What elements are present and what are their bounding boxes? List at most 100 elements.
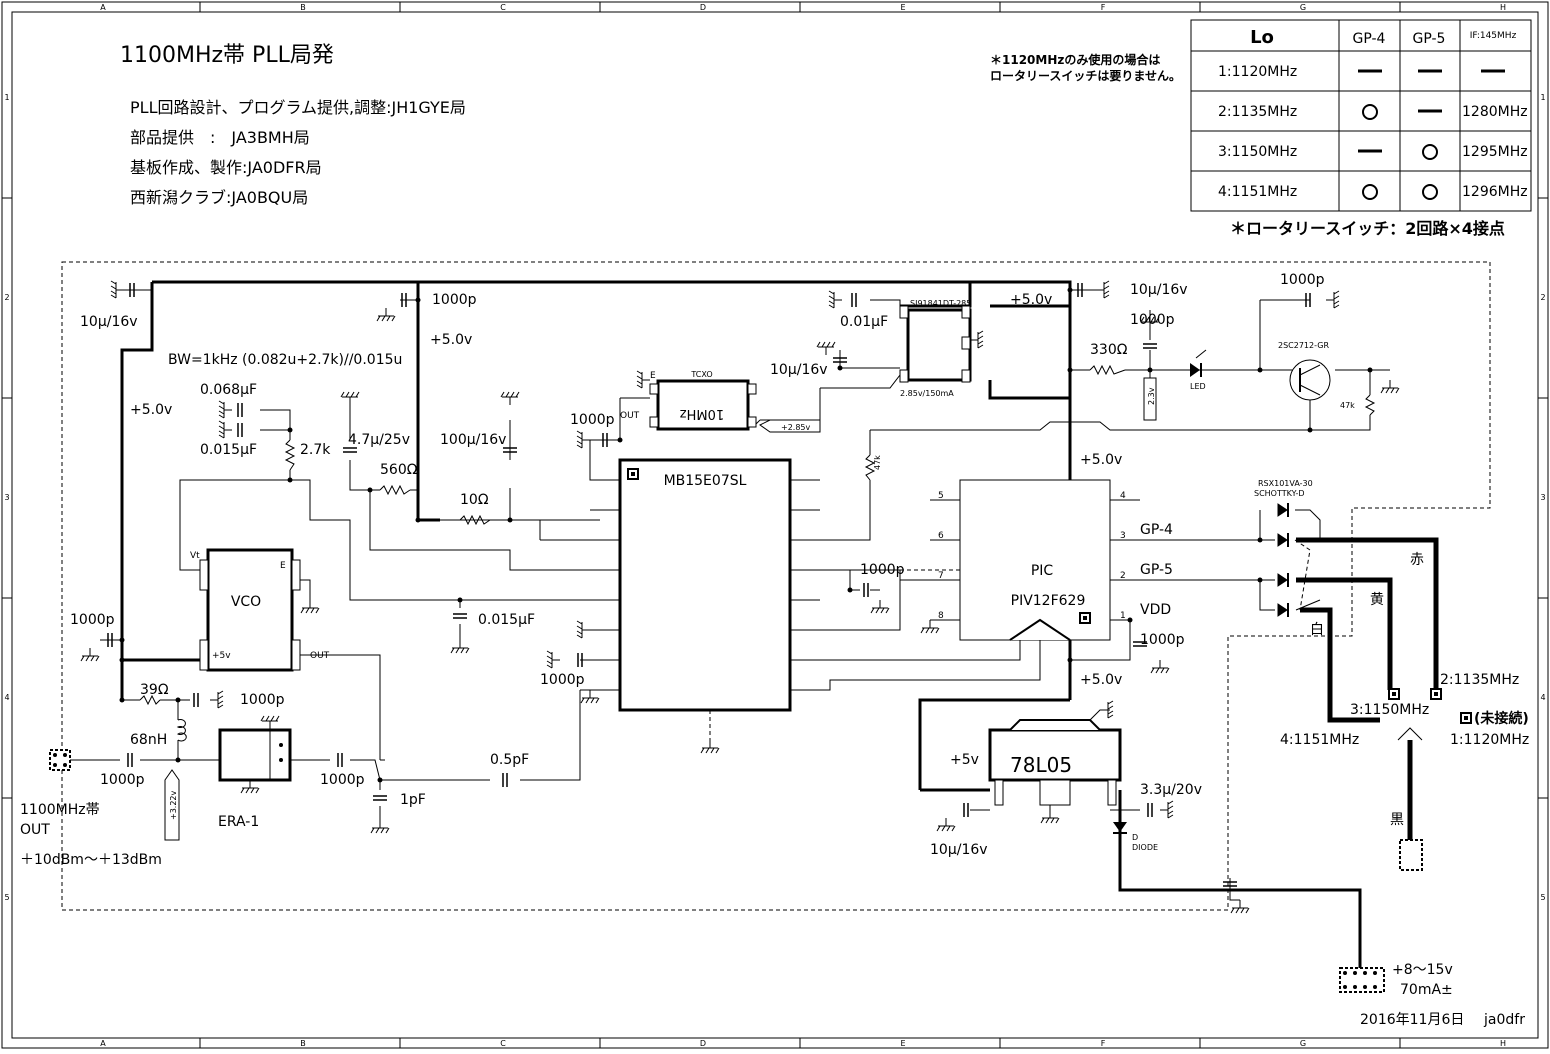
- frame-col-g: G: [1300, 3, 1306, 12]
- lo-row-4-freq: 4:1151MHz: [1218, 184, 1297, 200]
- label-r560: 560Ω: [380, 462, 418, 478]
- ldo-regulator: SI91841DT-285 2.85v/150mA: [899, 299, 984, 398]
- gp4-header: GP-4: [1353, 31, 1386, 47]
- frame-col-a: A: [100, 3, 106, 12]
- label-c1000p-era: 1000p: [320, 772, 365, 788]
- label-c1p: 1pF: [400, 792, 426, 808]
- tcxo-label: TCXO: [690, 370, 712, 379]
- diode-label-b: SCHOTTKY-D: [1254, 489, 1305, 498]
- resistor-2k7: [284, 439, 296, 471]
- resistor-39: [139, 694, 161, 706]
- label-c1000p-pll: 1000p: [860, 562, 905, 578]
- led: LED: [1190, 349, 1207, 391]
- lo-header: Lo: [1250, 27, 1274, 48]
- label-c1000p-top: 1000p: [432, 292, 477, 308]
- label-c10u16-78: 10μ/16v: [930, 842, 988, 858]
- rf-out-connector: [49, 749, 71, 771]
- vco-vt: Vt: [190, 551, 200, 561]
- if-header: IF:145MHz: [1470, 31, 1517, 41]
- frame-col-d-bottom: D: [700, 1039, 706, 1048]
- frame-row-1-right: 1: [1540, 93, 1545, 102]
- tcxo-voltage: +2.85v: [781, 423, 811, 432]
- led-label: LED: [1190, 382, 1206, 391]
- junction-dots: [119, 287, 1373, 783]
- vco-e: E: [280, 561, 286, 571]
- pic-pin-7: 7: [938, 571, 944, 581]
- label-c47u: 4.7μ/25v: [348, 432, 410, 448]
- label-r330: 330Ω: [1090, 342, 1128, 358]
- pic-pin-8: 8: [938, 611, 944, 621]
- pll-label: MB15E07SL: [664, 473, 747, 489]
- diode-name: DIODE: [1132, 843, 1158, 852]
- frame-col-c-bottom: C: [500, 1039, 506, 1048]
- label-v5-c: +5.0v: [1010, 292, 1052, 308]
- rotary-pad-3: [1388, 688, 1400, 700]
- label-c1000p-pll2: 1000p: [540, 672, 585, 688]
- label-c1000p-39: 1000p: [240, 692, 285, 708]
- resistor-47k-a: [864, 454, 876, 481]
- label-out-c: ＋10dBm～＋13dBm: [20, 852, 162, 868]
- label-r47k-a: 47k: [873, 455, 882, 470]
- resistors: [139, 364, 1376, 706]
- board-outline: [61, 261, 1491, 911]
- era-label: ERA-1: [218, 814, 259, 830]
- pic-label-b: PIV12F629: [1011, 593, 1086, 609]
- pic-label-a: PIC: [1031, 563, 1054, 579]
- label-out-b: OUT: [20, 822, 50, 838]
- frame-row-5: 5: [4, 893, 9, 902]
- tcxo-module: TCXO E 10MHz OUT +2.85v: [620, 370, 821, 433]
- label-v5-b: +5.0v: [130, 402, 172, 418]
- pll-ic: MB15E07SL: [590, 458, 792, 754]
- pic-pin-2: 2: [1120, 571, 1126, 581]
- label-c10u16-tl: 10μ/16v: [80, 314, 138, 330]
- ldo-name: SI91841DT-285: [910, 299, 971, 308]
- label-r27k: 2.7k: [300, 442, 331, 458]
- frame-row-3: 3: [4, 493, 9, 502]
- circle-mark: [1422, 184, 1438, 200]
- label-r39: 39Ω: [140, 682, 169, 698]
- frame-row-4: 4: [4, 693, 9, 702]
- if-row-3: 1295MHz: [1462, 144, 1528, 160]
- resistor-330: [1089, 364, 1126, 376]
- schottky-diodes: RSX101VA-30 SCHOTTKY-D: [1254, 479, 1313, 617]
- tcxo-e: E: [650, 371, 656, 381]
- resistor-47k-b: [1364, 394, 1376, 416]
- rotary-pad-1: [1460, 712, 1472, 724]
- frame-row-3-right: 3: [1540, 493, 1545, 502]
- credit-line-1: PLL回路設計、プログラム提供,調整:JH1GYE局: [130, 98, 466, 117]
- credit-line-2: 部品提供 : JA3BMH局: [130, 128, 310, 147]
- label-white: 白: [1310, 622, 1324, 638]
- label-c1000p-tcxo: 1000p: [570, 412, 615, 428]
- frame-row-4-right: 4: [1540, 693, 1545, 702]
- frame-col-f: F: [1101, 3, 1106, 12]
- tcxo-out-label: OUT: [620, 411, 640, 421]
- resistor-560: [379, 484, 411, 496]
- pic-pin-3: 3: [1120, 531, 1126, 541]
- rotary-wiring: [1296, 537, 1439, 840]
- rotary-common-pad: [1399, 839, 1423, 871]
- label-v5-e: +5.0v: [1080, 672, 1122, 688]
- label-bw: BW=1kHz (0.082u+2.7k)//0.015u: [168, 352, 402, 368]
- credits: PLL回路設計、プログラム提供,調整:JH1GYE局 部品提供 : JA3BMH…: [130, 98, 466, 207]
- vco-out: OUT: [310, 651, 330, 661]
- label-vdd: VDD: [1140, 602, 1171, 618]
- label-gp4: GP-4: [1140, 522, 1173, 538]
- frame-col-h: H: [1500, 3, 1506, 12]
- rotary-pad-2: [1430, 688, 1442, 700]
- power-connector: [1339, 967, 1385, 993]
- label-c1000p-tr: 1000p: [1280, 272, 1325, 288]
- label-c1000p-out: 1000p: [100, 772, 145, 788]
- label-c10u16-reg: 10μ/16v: [770, 362, 828, 378]
- label-c10u16-tr: 10μ/16v: [1130, 282, 1188, 298]
- label-c0015-pll: 0.015μF: [478, 612, 535, 628]
- transistor: 2SC2712-GR: [1278, 341, 1331, 401]
- pic-pin-1: 1: [1120, 611, 1126, 621]
- label-c001: 0.01μF: [840, 314, 888, 330]
- frame-row-2-right: 2: [1540, 293, 1545, 302]
- label-out-a: 1100MHz帯: [20, 802, 100, 818]
- pic-ic: PIC PIV12F629 5 6 7 8 4 3 2 1: [920, 479, 1126, 641]
- note-line-2: ロータリースイッチは要りません。: [990, 68, 1181, 83]
- label-c068: 0.068μF: [200, 382, 257, 398]
